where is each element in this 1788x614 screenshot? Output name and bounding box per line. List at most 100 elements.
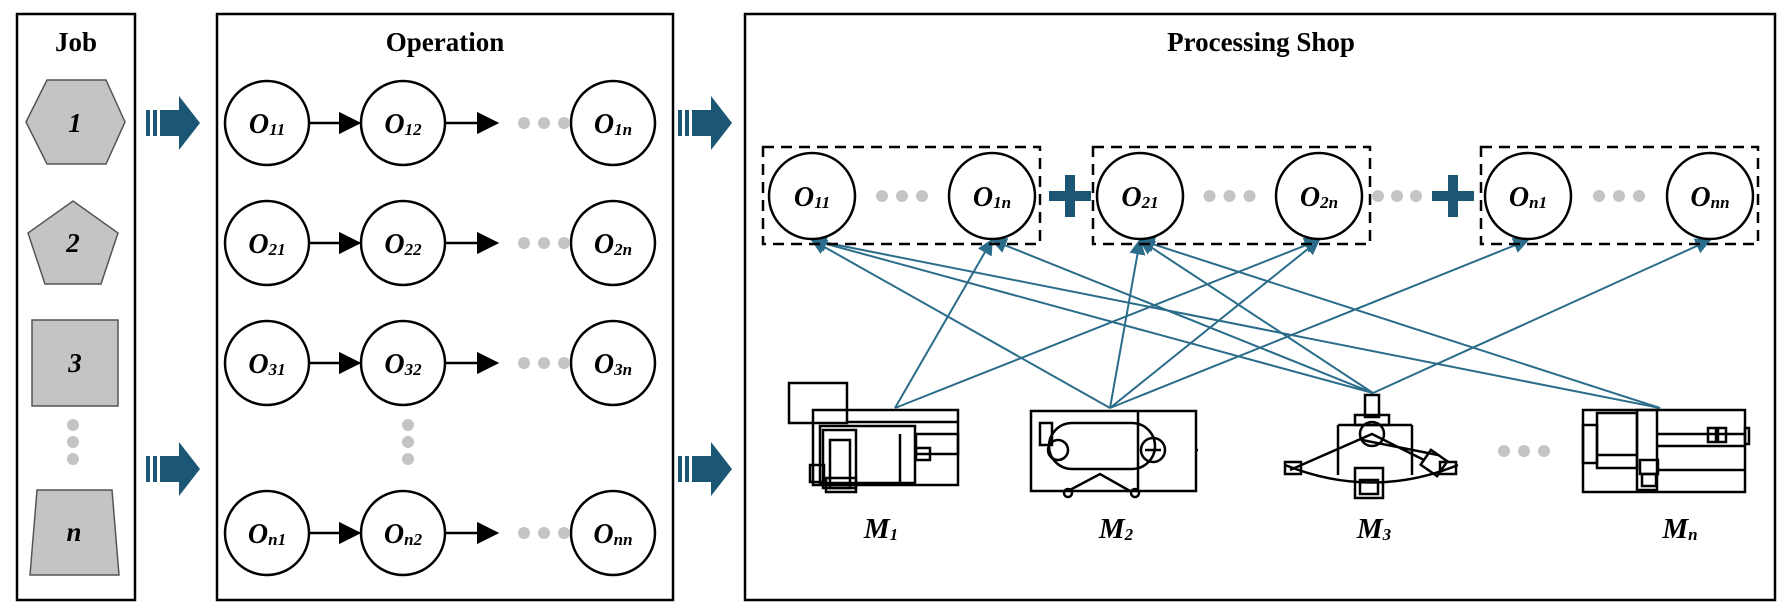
operation-subscript: 2n <box>1319 193 1338 212</box>
machine-n: Mn <box>1581 408 1751 545</box>
assignment-arrow <box>1138 236 1661 409</box>
operation-ellipsis <box>402 419 414 465</box>
operation-label: O1n <box>973 182 1011 213</box>
machine-3: M3 <box>1283 393 1459 545</box>
ellipsis-dot <box>1498 445 1510 457</box>
operation-label: On2 <box>384 519 423 550</box>
machine-label: M2 <box>1098 513 1134 545</box>
job-panel-border <box>15 12 137 602</box>
job-label: n <box>66 517 81 547</box>
operation-panel-title: Operation <box>386 27 505 57</box>
operation-base: O <box>384 519 404 550</box>
operation-node: O2n <box>1274 151 1364 241</box>
operation-label: O11 <box>249 109 285 140</box>
trapezoid-shape <box>29 489 120 576</box>
operation-subscript: 31 <box>268 360 286 379</box>
assignment-arrow <box>810 239 1111 409</box>
machine-tool-icon <box>1029 409 1198 499</box>
operation-label: O11 <box>794 182 830 213</box>
job-ellipsis <box>67 419 79 465</box>
operation-base: O <box>1300 182 1320 213</box>
operation-node: On1 <box>223 489 311 577</box>
operation-node: O31 <box>223 319 311 407</box>
ellipsis-dot <box>518 117 530 129</box>
operation-label: Onn <box>593 519 632 550</box>
operation-circle <box>1665 151 1755 241</box>
group-dashed-box <box>761 145 1042 246</box>
machine-label: M3 <box>1356 513 1392 545</box>
operation-node: O3n <box>569 319 657 407</box>
ellipsis-dot <box>402 419 414 431</box>
operation-circle <box>569 199 657 287</box>
ellipsis-dot <box>1613 190 1625 202</box>
ellipsis-dot <box>916 190 928 202</box>
operation-label: O21 <box>1121 182 1158 213</box>
ellipsis-dot <box>1538 445 1550 457</box>
job-panel: Job 1 2 3 n <box>15 12 137 602</box>
operation-circle <box>767 151 857 241</box>
hexagon-shape <box>25 79 126 165</box>
operation-subscript: 22 <box>404 240 423 259</box>
operation-subscript: n1 <box>1529 193 1547 212</box>
operation-circle <box>947 151 1037 241</box>
assignment-arrow <box>810 236 1374 394</box>
assignment-arrow <box>894 238 993 409</box>
operation-label: O2n <box>1300 182 1338 213</box>
ellipsis-dot <box>402 436 414 448</box>
operation-label: O31 <box>248 349 285 380</box>
ellipsis-dot <box>67 419 79 431</box>
operation-subscript: n1 <box>268 530 286 549</box>
operation-base: O <box>594 109 614 140</box>
ellipsis-dot <box>558 527 570 539</box>
operation-label: O2n <box>594 229 632 260</box>
job-label: 1 <box>68 108 82 138</box>
machine-tool-icon <box>1283 393 1459 500</box>
operation-node: O21 <box>1095 151 1185 241</box>
operation-node: O21 <box>223 199 311 287</box>
operation-circle <box>569 319 657 407</box>
operation-base: O <box>248 519 268 550</box>
operation-node: O1n <box>947 151 1037 241</box>
operation-subscript: nn <box>614 530 633 549</box>
operation-circle <box>223 79 311 167</box>
operation-base: O <box>384 229 404 260</box>
operation-base: O <box>594 229 614 260</box>
group-ellipsis <box>1372 190 1422 202</box>
operation-base: O <box>973 182 993 213</box>
assignment-arrow <box>1109 238 1321 409</box>
job-label: 3 <box>67 348 82 378</box>
operation-base: O <box>794 182 814 213</box>
operation-subscript: 21 <box>1141 193 1159 212</box>
machine-label: Mn <box>1661 513 1697 545</box>
operation-base: O <box>384 109 404 140</box>
operation-node: On1 <box>1483 151 1573 241</box>
operation-base: O <box>249 109 269 140</box>
operation-label: O3n <box>594 349 632 380</box>
operation-base: O <box>1121 182 1141 213</box>
operation-subscript: nn <box>1711 193 1730 212</box>
ellipsis-dot <box>538 527 550 539</box>
ellipsis-dot <box>1223 190 1236 202</box>
ellipsis-dot <box>538 237 550 249</box>
operation-node: O12 <box>359 79 447 167</box>
operation-label: O22 <box>384 229 422 260</box>
machine-label: M1 <box>863 513 898 545</box>
operation-group: O11 O1n <box>761 145 1042 246</box>
operation-node: O2n <box>569 199 657 287</box>
operation-label: O32 <box>384 349 422 380</box>
group-dashed-box <box>1091 145 1372 246</box>
plus-icon <box>1432 175 1474 217</box>
operation-label: On1 <box>248 519 286 550</box>
machine-tool-icon <box>1581 408 1751 494</box>
ellipsis-dot <box>558 237 570 249</box>
plus-icon <box>1049 175 1091 217</box>
flow-arrows <box>146 96 732 496</box>
operation-subscript: 32 <box>404 360 423 379</box>
operation-circle <box>223 199 311 287</box>
operation-circle <box>1483 151 1573 241</box>
